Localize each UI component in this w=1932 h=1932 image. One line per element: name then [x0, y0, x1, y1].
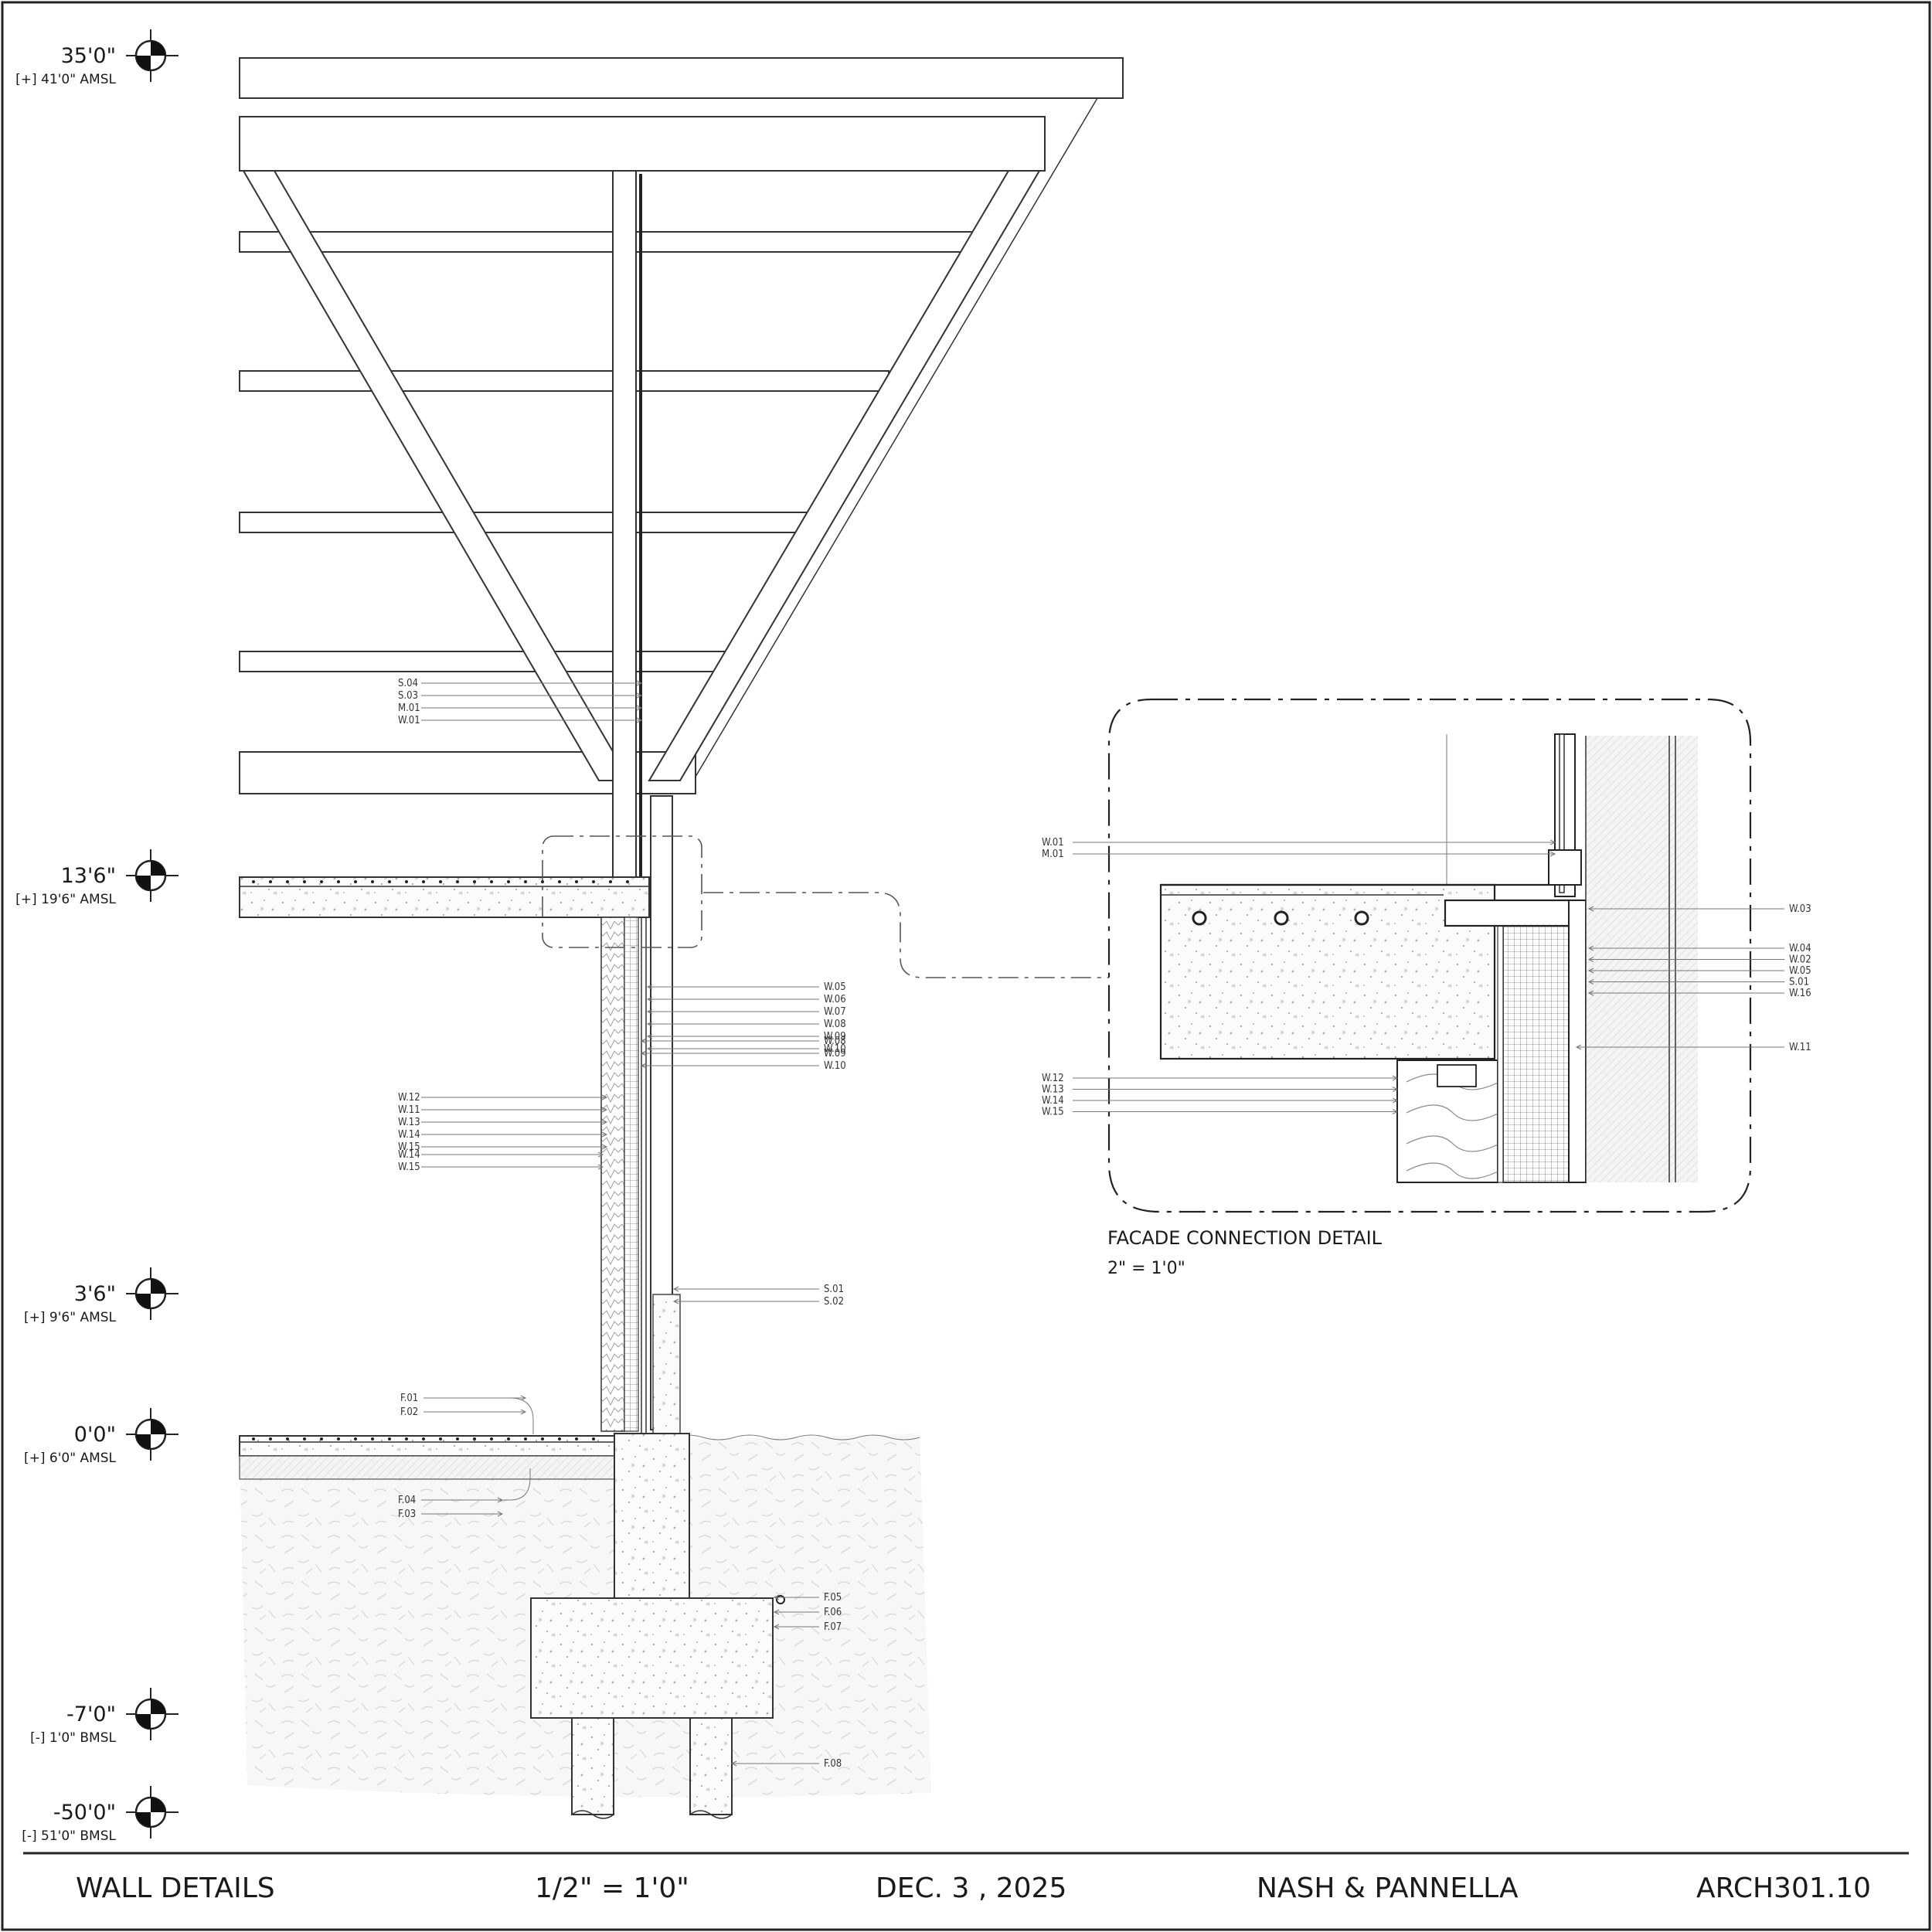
- section-tag: F.07: [824, 1621, 842, 1633]
- level-marker: -7'0" [-] 1'0" BMSL: [30, 1688, 179, 1746]
- section-tag: S.02: [824, 1296, 844, 1308]
- section-tag: W.07: [824, 1006, 846, 1018]
- level-elevation: 0'0": [74, 1423, 116, 1447]
- section-tag: W.08: [824, 1036, 846, 1047]
- section-tag: W.10: [824, 1060, 846, 1072]
- level-elevation: -7'0": [66, 1702, 116, 1726]
- detail-tag: W.13: [1042, 1084, 1064, 1096]
- section-tag: F.04: [398, 1495, 416, 1506]
- detail-tag: W.15: [1042, 1107, 1064, 1118]
- section-tag: F.01: [400, 1393, 418, 1404]
- sheet-scale: 1/2" = 1'0": [535, 1872, 689, 1904]
- rebar-dots: [252, 1437, 595, 1440]
- detail-tag: W.02: [1789, 954, 1811, 966]
- section-tags: S.04S.03M.01W.01W.05W.06W.07W.08W.09W.10…: [398, 678, 846, 1770]
- level-marker: 35'0" [+] 41'0" AMSL: [15, 29, 179, 87]
- level-datum: [-] 1'0" BMSL: [30, 1730, 116, 1746]
- section-tag: W.10: [824, 1043, 846, 1055]
- section-tag: W.09: [824, 1031, 846, 1043]
- level-datum: [+] 9'6" AMSL: [24, 1310, 117, 1325]
- sheet-number: ARCH301.10: [1696, 1872, 1871, 1904]
- ground-slab: [239, 1435, 616, 1480]
- level-elevation: 3'6": [74, 1282, 116, 1306]
- detail-tag: W.14: [1042, 1095, 1064, 1107]
- section-tag: W.09: [824, 1048, 846, 1060]
- section-tag: S.03: [398, 690, 418, 702]
- level-markers: 35'0" [+] 41'0" AMSL 13'6" [+] 19'6" AMSL 3'…: [15, 29, 179, 1844]
- section-tag: F.02: [400, 1406, 418, 1418]
- section-tag: F.03: [398, 1509, 416, 1520]
- detail-callout-box: [542, 835, 702, 948]
- facade-connection-detail: [1107, 698, 1752, 1213]
- section-tag: W.06: [824, 994, 846, 1005]
- level-marker: 3'6" [+] 9'6" AMSL: [24, 1267, 179, 1325]
- section-tag: F.08: [824, 1758, 842, 1770]
- upper-floor-slab: [239, 876, 650, 918]
- detail-tag: M.01: [1042, 849, 1064, 860]
- section-tag: W.08: [824, 1019, 846, 1030]
- detail-tag: S.01: [1789, 977, 1809, 988]
- level-elevation: 35'0": [61, 44, 116, 68]
- level-elevation: -50'0": [53, 1801, 116, 1825]
- section-tag: W.14: [398, 1149, 420, 1161]
- section-tag: W.01: [398, 715, 420, 726]
- detail-caption: FACADE CONNECTION DETAIL: [1107, 1227, 1383, 1249]
- level-datum: [+] 19'6" AMSL: [15, 892, 116, 907]
- sheet-title: WALL DETAILS: [76, 1872, 275, 1904]
- detail-tag: W.01: [1042, 837, 1064, 849]
- detail-tag: W.11: [1789, 1042, 1811, 1053]
- rebar-dots: [252, 880, 629, 883]
- foundation: [530, 1433, 785, 1819]
- level-marker: -50'0" [-] 51'0" BMSL: [22, 1786, 179, 1844]
- level-marker: 13'6" [+] 19'6" AMSL: [15, 849, 179, 907]
- detail-tag: W.04: [1789, 943, 1811, 954]
- level-marker: 0'0" [+] 6'0" AMSL: [24, 1408, 179, 1466]
- section-tag: F.05: [824, 1592, 842, 1604]
- detail-callout-leader: [703, 892, 1109, 978]
- roof-structure: [239, 57, 1124, 1438]
- section-tag: W.05: [824, 981, 846, 993]
- section-tag: M.01: [398, 702, 420, 714]
- detail-frame: [1107, 698, 1752, 1213]
- detail-tag: W.05: [1789, 965, 1811, 977]
- level-datum: [+] 6'0" AMSL: [24, 1451, 117, 1466]
- detail-tags: W.01M.01W.03W.04W.02W.05S.01W.16W.11W.12…: [1042, 837, 1811, 1118]
- section-tag: F.06: [824, 1607, 842, 1618]
- detail-tag: W.12: [1042, 1073, 1064, 1084]
- section-tag: W.11: [398, 1104, 420, 1116]
- grade-line: [672, 1434, 920, 1440]
- detail-tag: W.03: [1789, 903, 1811, 915]
- sheet-authors: NASH & PANNELLA: [1257, 1872, 1519, 1904]
- level-datum: [+] 41'0" AMSL: [15, 72, 116, 87]
- section-tag: W.12: [398, 1092, 420, 1104]
- section-tag: W.13: [398, 1117, 420, 1128]
- level-elevation: 13'6": [61, 864, 116, 888]
- section-tag: W.15: [398, 1162, 420, 1173]
- detail-scale: 2" = 1'0": [1107, 1259, 1185, 1278]
- detail-tag: W.16: [1789, 988, 1811, 999]
- level-datum: [-] 51'0" BMSL: [22, 1828, 116, 1844]
- section-tag: S.01: [824, 1284, 844, 1295]
- section-tag: W.15: [398, 1141, 420, 1153]
- section-tag: W.14: [398, 1129, 420, 1141]
- sheet-date: DEC. 3 , 2025: [876, 1872, 1066, 1904]
- wall-assembly: [600, 917, 647, 1434]
- section-tag: S.04: [398, 678, 418, 689]
